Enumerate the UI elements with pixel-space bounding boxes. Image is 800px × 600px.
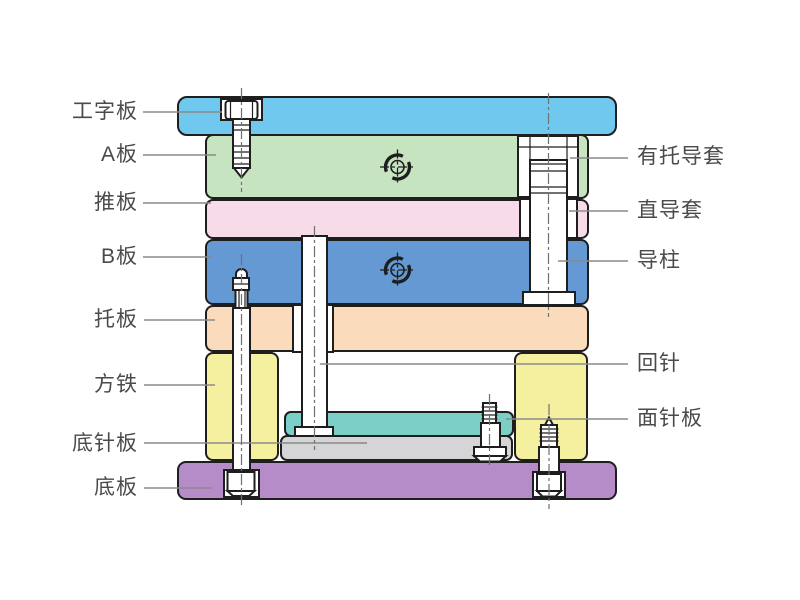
label-guide-pillar: 导柱 bbox=[637, 249, 681, 272]
label-spacer-block: 方铁 bbox=[94, 373, 138, 396]
plate-face-ejector bbox=[284, 411, 514, 437]
label-b-plate: B板 bbox=[100, 245, 138, 268]
label-face-ejector-plate: 面针板 bbox=[637, 407, 703, 430]
plate-bottom-ejector bbox=[280, 435, 513, 461]
label-shouldered-guide-bushing: 有托导套 bbox=[637, 145, 725, 168]
label-return-pin: 回针 bbox=[637, 352, 681, 375]
spacer-block-right bbox=[514, 352, 588, 461]
label-top-clamp-plate: 工字板 bbox=[72, 100, 138, 123]
plate-top-clamp bbox=[177, 96, 617, 136]
plate-stripper bbox=[205, 199, 589, 239]
plate-bottom bbox=[177, 461, 617, 500]
plate-support bbox=[205, 305, 589, 352]
plate-a bbox=[205, 134, 589, 199]
label-support-plate: 托板 bbox=[94, 308, 138, 331]
plate-b bbox=[205, 239, 589, 305]
label-a-plate: A板 bbox=[100, 143, 138, 166]
spacer-block-left bbox=[205, 352, 279, 461]
label-bottom-plate: 底板 bbox=[94, 476, 138, 499]
label-bottom-ejector-plate: 底针板 bbox=[72, 432, 138, 455]
label-stripper-plate: 推板 bbox=[94, 191, 138, 214]
label-straight-guide-bushing: 直导套 bbox=[637, 199, 703, 222]
